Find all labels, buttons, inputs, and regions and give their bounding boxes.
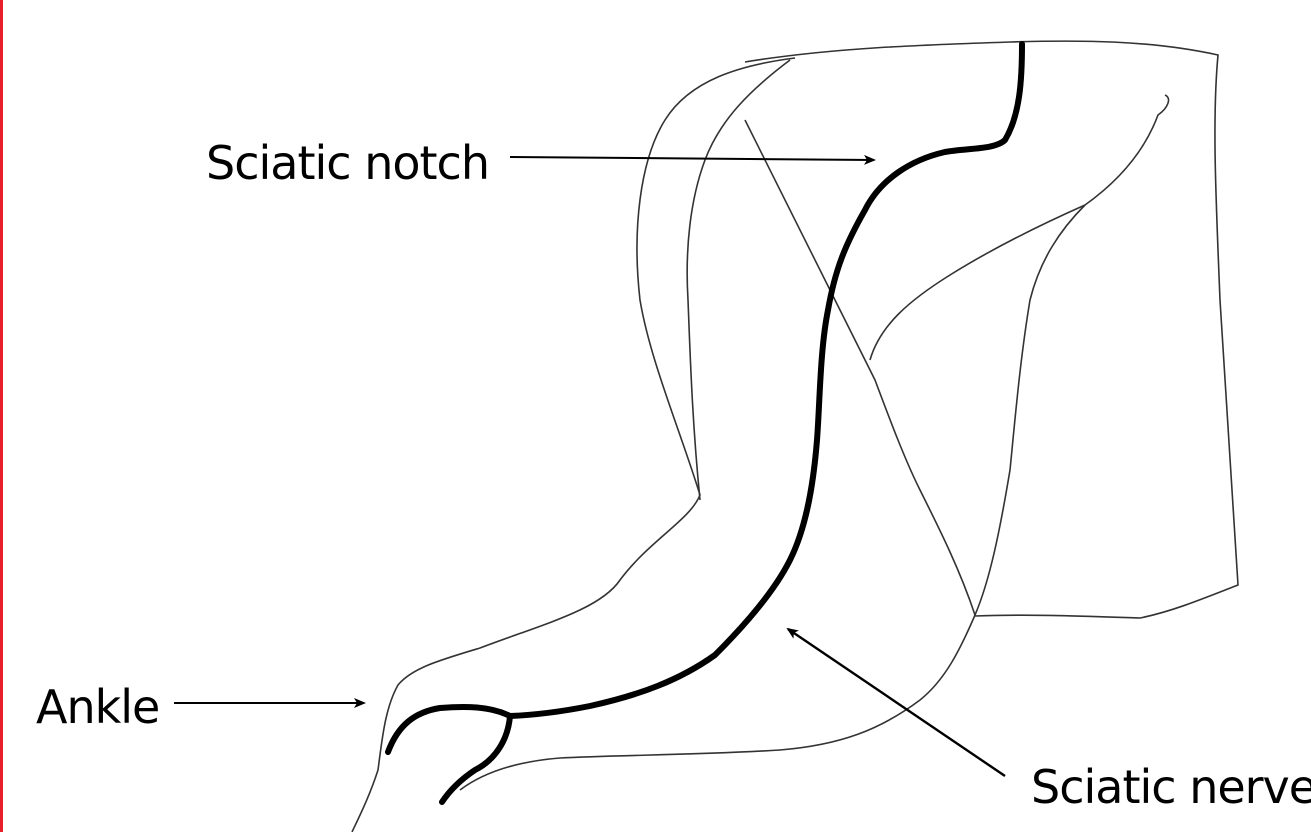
thigh-lower-outline [460,205,1085,790]
sciatic-nerve-label: Sciatic nerve [1031,764,1311,810]
upper-hook-line [870,95,1169,360]
sciatic-nerve-upper-branch [388,707,510,752]
sciatic-nerve-arrow [788,629,1005,776]
leg-inner-outline [687,60,790,500]
buttock-outline [745,41,1238,618]
ankle-label: Ankle [36,684,159,730]
sciatic-notch-label: Sciatic notch [206,140,489,186]
sciatic-notch-arrow [510,157,874,160]
sciatic-nerve-main [510,44,1022,716]
sciatic-nerve-lower-branch [442,716,510,802]
crease-line [745,120,975,615]
